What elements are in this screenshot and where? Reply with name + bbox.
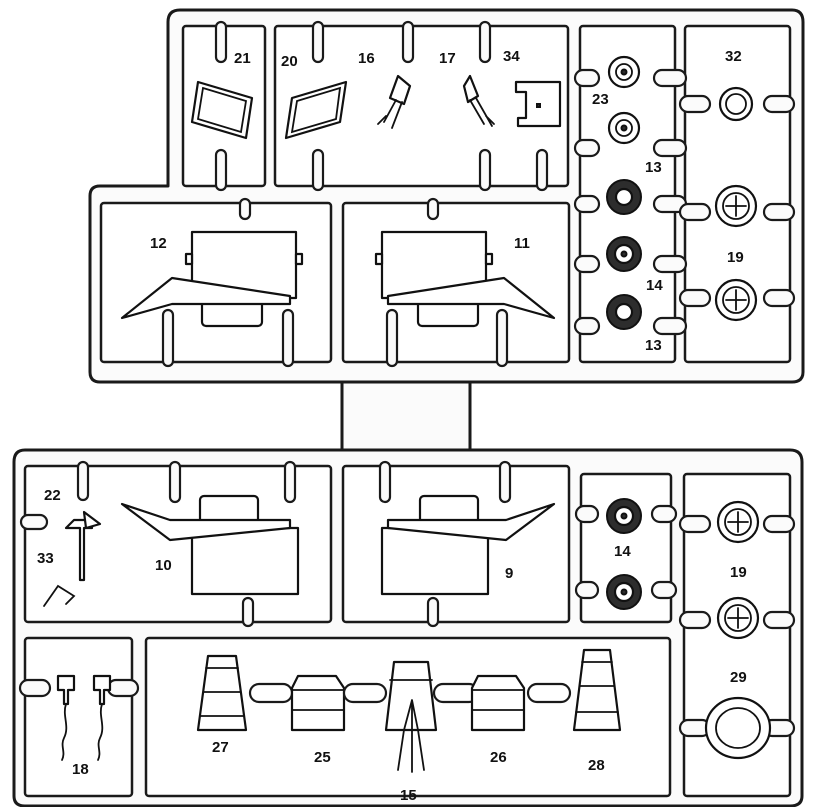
label-27: 27 — [212, 739, 229, 756]
part-14-tire-lower-b — [606, 574, 642, 610]
label-14-lower: 14 — [614, 543, 631, 560]
part-9-body-side — [380, 494, 556, 596]
gate-slots — [19, 20, 549, 628]
part-29-ring — [704, 696, 772, 760]
label-17: 17 — [439, 50, 456, 67]
label-19-upper: 19 — [727, 249, 744, 266]
label-26: 26 — [490, 749, 507, 766]
part-32-ring — [718, 86, 754, 122]
part-14-tire-lower-a — [606, 498, 642, 534]
label-12: 12 — [150, 235, 167, 252]
sprue-connector — [340, 380, 472, 452]
label-13-upper: 13 — [645, 159, 662, 176]
cell-14-lower — [579, 472, 673, 624]
label-21: 21 — [234, 50, 251, 67]
part-19-hubcap — [714, 184, 758, 228]
part-14-tire-dark — [606, 236, 642, 272]
part-11-body-side — [374, 230, 556, 328]
label-22: 22 — [44, 487, 61, 504]
part-23-washer — [607, 55, 641, 89]
part-26-block — [470, 674, 526, 732]
label-29: 29 — [730, 669, 747, 686]
label-32: 32 — [725, 48, 742, 65]
part-33-handle — [43, 584, 76, 607]
label-9: 9 — [505, 565, 513, 582]
part-19-hubcap-lower-b — [716, 596, 760, 640]
part-27-light — [196, 654, 248, 732]
part-15-bumper — [384, 660, 438, 773]
part-13-tire-dark — [606, 294, 642, 330]
part-25-block — [290, 674, 346, 732]
gate-26-28 — [526, 682, 572, 704]
part-19-hubcap-b — [714, 278, 758, 322]
label-11: 11 — [514, 235, 530, 252]
part-19-hubcap-lower-a — [716, 500, 760, 544]
label-28: 28 — [588, 757, 605, 774]
part-12-body-side — [120, 230, 304, 328]
label-10: 10 — [155, 557, 172, 574]
part-20-window — [284, 80, 348, 140]
part-28-light — [572, 648, 622, 732]
gate-25-15 — [342, 682, 388, 704]
label-16: 16 — [358, 50, 375, 67]
part-number-labels: 21 20 16 17 34 23 13 14 13 32 19 12 11 2… — [37, 48, 747, 804]
part-10-body-side — [120, 494, 300, 596]
label-33: 33 — [37, 550, 54, 567]
gate-27-25 — [248, 682, 294, 704]
part-21-window — [190, 80, 254, 140]
label-18: 18 — [72, 761, 89, 778]
cell-20-16-17-34 — [273, 24, 570, 188]
label-19-lower: 19 — [730, 564, 747, 581]
label-20: 20 — [281, 53, 298, 70]
part-22-pin — [64, 510, 102, 582]
side-tabs — [18, 68, 796, 738]
part-13-washer — [607, 111, 641, 145]
label-23: 23 — [592, 91, 609, 108]
part-tire-dark-1 — [606, 179, 642, 215]
part-16-mirror — [377, 74, 412, 129]
part-34-bracket — [514, 80, 562, 128]
part-17-mirror — [462, 74, 495, 127]
label-14-upper: 14 — [646, 277, 663, 294]
label-34: 34 — [503, 48, 520, 65]
label-25: 25 — [314, 749, 331, 766]
label-15: 15 — [400, 787, 417, 804]
part-18-pins — [56, 674, 112, 761]
label-13-lower: 13 — [645, 337, 662, 354]
